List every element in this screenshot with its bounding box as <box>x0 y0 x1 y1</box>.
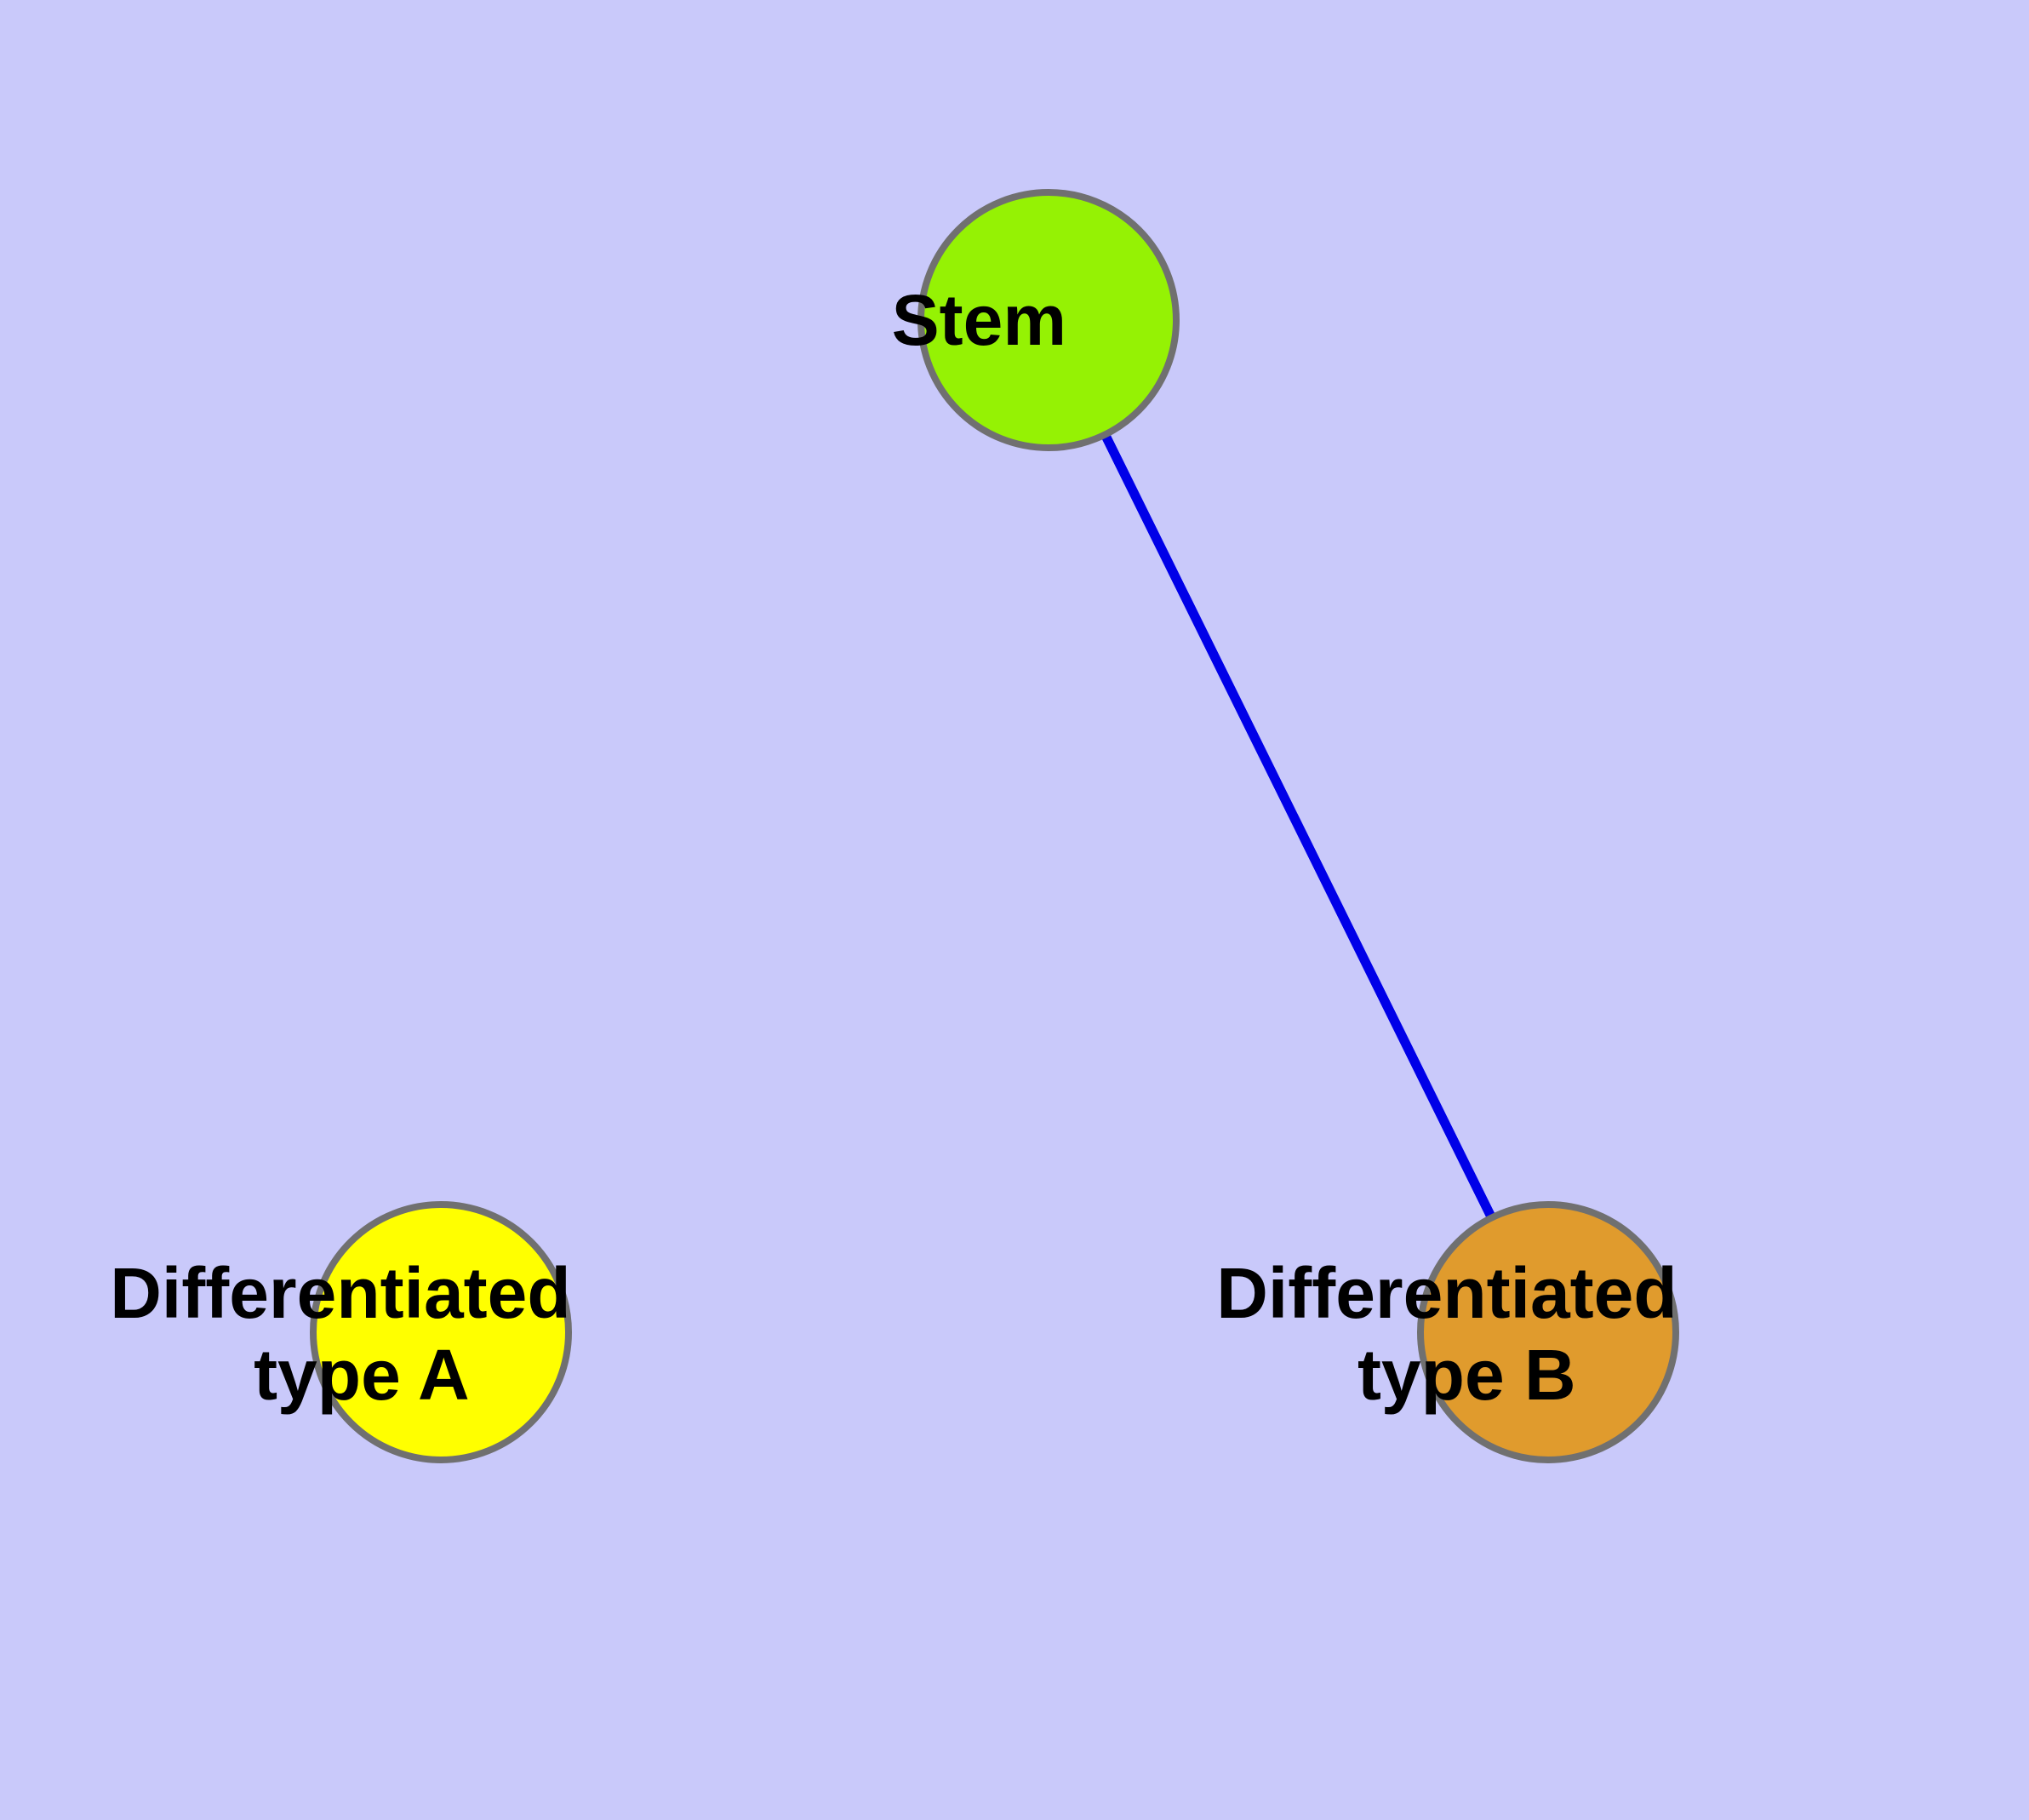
edge-stem-to-differentiated-type-b[interactable] <box>1043 315 1553 1337</box>
node-differentiated-type-a-label-line-1: Differentiated <box>110 1253 570 1333</box>
node-differentiated-type-b-label-line-1: Differentiated <box>1216 1253 1677 1333</box>
node-differentiated-type-a[interactable] <box>310 1201 572 1463</box>
node-stem[interactable] <box>917 189 1180 451</box>
node-stem-label-line-1: Stem <box>892 280 1066 360</box>
label-layer: Stem Differentiated type A Differentiate… <box>110 280 1855 1415</box>
node-stem-circle[interactable] <box>917 189 1180 451</box>
node-differentiated-type-a-label-line-2: type A <box>254 1335 468 1415</box>
node-differentiated-type-a-label: Differentiated type A <box>110 1253 749 1415</box>
node-differentiated-type-a-circle[interactable] <box>310 1201 572 1463</box>
node-layer <box>310 189 1679 1463</box>
node-differentiated-type-b-label: Differentiated type B <box>1216 1253 1855 1415</box>
node-differentiated-type-b-circle[interactable] <box>1417 1201 1679 1463</box>
edge-layer <box>1043 315 1553 1337</box>
node-differentiated-type-b[interactable] <box>1417 1201 1679 1463</box>
node-differentiated-type-b-label-line-2: type B <box>1357 1335 1576 1415</box>
node-stem-label: Stem <box>892 280 1206 360</box>
